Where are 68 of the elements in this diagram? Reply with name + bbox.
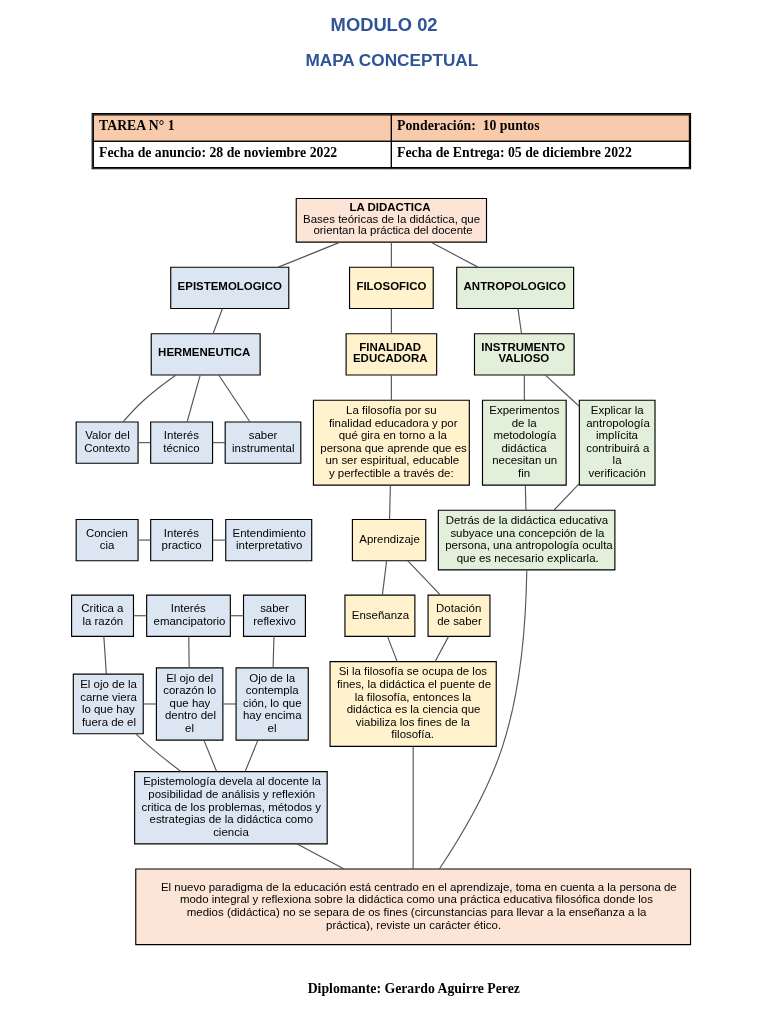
label: Fecha de anuncio: 28 de noviembre 2022 (98, 144, 337, 160)
connector (524, 484, 526, 511)
connector (211, 308, 223, 335)
node-box: FILOSOFICO (348, 266, 434, 310)
node-box: Aprendizaje (351, 518, 426, 562)
connector (388, 484, 391, 520)
connector (434, 635, 449, 662)
diagram-title: MODULO 02 (330, 13, 438, 35)
connector (137, 539, 151, 541)
node-box: Interés emancipatorio (145, 594, 231, 637)
node-box: Concien cia (75, 518, 139, 562)
connector (217, 374, 250, 423)
node-box: Valor del Contexto (75, 421, 139, 464)
node-box: Interés técnico (149, 421, 213, 464)
connector (390, 374, 392, 401)
label: MAPA CONCEPTUAL (304, 50, 478, 71)
node-box: INSTRUMENTO VALIOSO (473, 333, 575, 376)
label: Diplomante: Gerardo Aguirre Perez (307, 980, 520, 996)
connector (122, 374, 176, 423)
connector (438, 569, 527, 870)
connector (203, 740, 217, 772)
node-box: Si la filosofía se ocupa de los fines, la didáctica el puente de la filosofía, entonces la didáctica es la ciencia que viabiliza los fines de la filosofía. (329, 661, 497, 747)
connector (277, 241, 341, 268)
connector (523, 374, 525, 401)
label: Ponderación: 10 puntos (396, 118, 540, 134)
connector (222, 703, 236, 705)
node-box: Enseñanza (343, 594, 415, 637)
connector (386, 635, 398, 662)
node-box: Ojo de la contempla ción, lo que hay encima el (235, 667, 309, 741)
node-box: HERMENEUTICA (150, 333, 261, 376)
connector (390, 308, 392, 335)
node-box: Dotación de saber (427, 594, 491, 637)
node-box: Detrás de la didáctica educativa subyace una concepción de la persona, una antropología oculta que es necesario explicarla. (437, 509, 615, 571)
connector (244, 740, 258, 772)
node-box: La filosofía por su finalidad educadora y por qué gira en torno a la persona que aprende que es un ser espiritual, educable y perfectible a través de: (312, 399, 470, 486)
node-box: Experimentos de la metodología didáctica necesitan un fin (481, 399, 567, 486)
node-box: FINALIDAD EDUCADORA (345, 333, 437, 376)
connector (102, 635, 107, 675)
connector (211, 539, 226, 541)
node-box: EPISTEMOLOGICO (169, 266, 289, 310)
label: Fecha de Entrega: 05 de diciembre 2022 (396, 144, 632, 160)
node-box: saber instrumental (224, 421, 301, 464)
node-box: Critica a la razón (70, 594, 134, 637)
node-box: Explicar la antropología implícita contribuirá a la verificación (578, 399, 656, 486)
node-box: El nuevo paradigma de la educación está centrado en el aprendizaje, toma en cuenta a la persona de modo integral y reflexiona sobre la didáctica como una práctica educativa filosófica donde los medios (didáctica) no se separa de os fines (circunstancias para llevar a la enseñanza a la práctica), reviste un carácter ético. (134, 868, 691, 946)
connector (429, 241, 478, 268)
connector (381, 560, 387, 596)
connector (406, 560, 441, 596)
node-box: El ojo del corazón lo que hay dentro del el (155, 667, 223, 741)
connector (412, 746, 414, 870)
connector (390, 241, 392, 268)
node-box: Epistemología devela al docente la posibilidad de análisis y reflexión critica de los problemas, métodos y estrategias de la didáctica como ciencia (133, 771, 328, 845)
connector (142, 703, 157, 705)
connector (272, 635, 275, 669)
node-box: LA DIDACTICA Bases teóricas de la didáctica, que orientan la práctica del docente (295, 197, 487, 243)
connector (553, 483, 580, 511)
node-box: Entendimiento interpretativo (224, 518, 312, 562)
connector (295, 843, 345, 870)
connector (516, 308, 522, 335)
label: TAREA N° 1 (98, 118, 175, 134)
node-box: Interés practico (149, 518, 213, 562)
node-box: ANTROPOLOGICO (455, 266, 574, 310)
connector (186, 374, 201, 423)
node-box: El ojo de la carne viera lo que hay fuera de el (72, 673, 144, 735)
connector (135, 733, 181, 772)
connector (544, 374, 580, 407)
connector (187, 635, 190, 669)
node-box: saber reflexivo (242, 594, 306, 637)
